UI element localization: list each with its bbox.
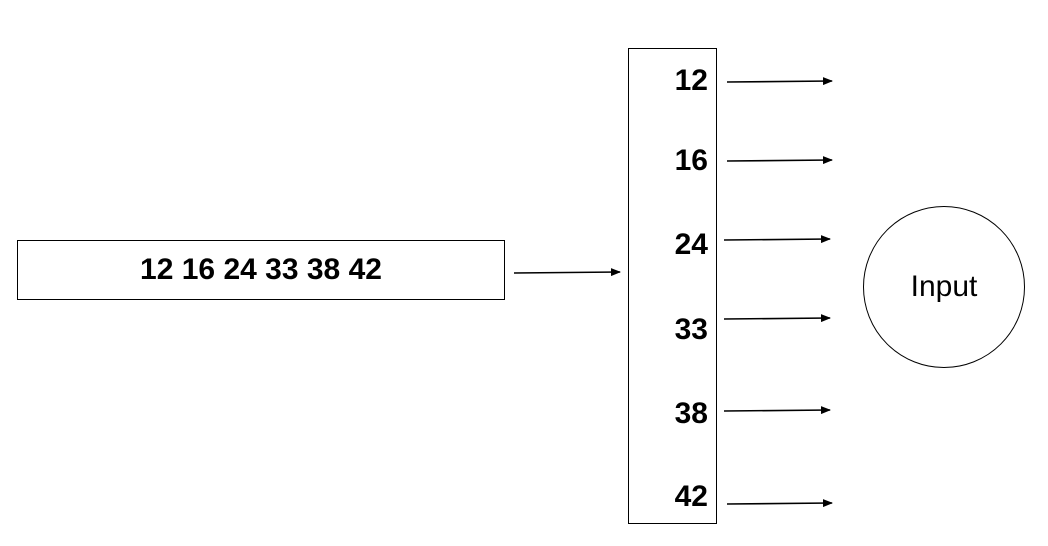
column-value-16: 16 (674, 144, 708, 177)
input-node-label: Input (910, 270, 978, 303)
sequence-text: 12 16 24 33 38 42 (140, 253, 382, 286)
output-arrow-33 (723, 314, 831, 323)
value-column: 12 16 24 33 38 42 (628, 48, 717, 524)
column-value-12: 12 (674, 64, 708, 97)
column-value-42: 42 (674, 480, 708, 513)
output-arrow-16 (726, 156, 833, 165)
input-node: Input (863, 206, 1025, 368)
output-arrow-12 (726, 77, 833, 86)
sequence-to-column-arrow (513, 268, 621, 277)
output-arrow-38 (723, 406, 831, 415)
sequence-box: 12 16 24 33 38 42 (17, 240, 505, 300)
column-value-33: 33 (674, 313, 708, 346)
output-arrow-24 (723, 235, 831, 244)
output-arrow-42 (726, 499, 833, 508)
column-value-38: 38 (674, 397, 708, 430)
column-value-24: 24 (674, 228, 708, 261)
